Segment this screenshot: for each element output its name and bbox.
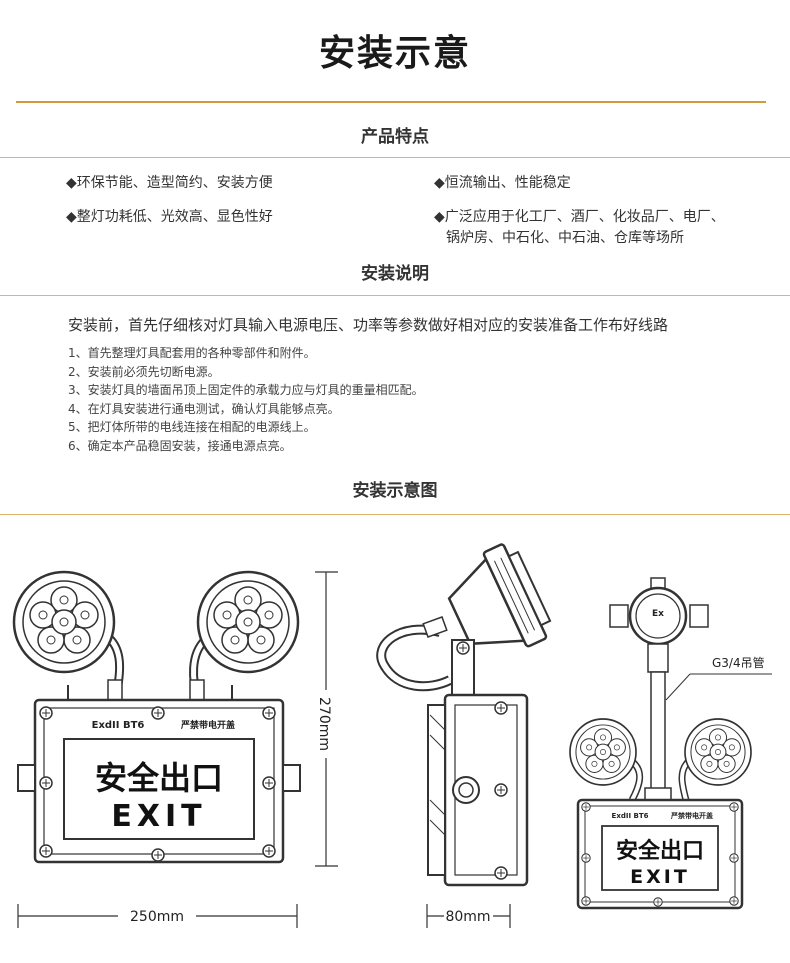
- dim-depth-text: 80mm: [445, 909, 490, 925]
- lamp-head-icon: [684, 718, 752, 786]
- warning-label: 严禁带电开盖: [180, 719, 235, 731]
- diagram-title: 安装示意图: [352, 481, 438, 501]
- sign-cn-text-small: 安全出口: [616, 838, 704, 864]
- instruction-step: 3、安装灯具的墙面吊顶上固定件的承载力应与灯具的重量相匹配。: [68, 383, 424, 398]
- sign-en-text-small: EXIT: [630, 866, 690, 888]
- pipe-mount-view: Ex G3/4吊管 ExdII BT6 严禁带电开盖 安全出口 EXIT: [569, 577, 772, 910]
- feature-item: ◆整灯功耗低、光效高、显色性好: [66, 209, 273, 225]
- warning-label-small: 严禁带电开盖: [670, 811, 713, 820]
- instructions-intro: 安装前，首先仔细核对灯具输入电源电压、功率等参数做好相对应的安装准备工作布好线路: [68, 316, 669, 334]
- lamp-head-icon: [196, 570, 300, 674]
- feature-item: ◆环保节能、造型简约、安装方便: [66, 175, 273, 191]
- sign-cn-text: 安全出口: [95, 759, 223, 797]
- feature-item: ◆恒流输出、性能稳定: [434, 175, 571, 191]
- page-title: 安装示意: [318, 33, 471, 74]
- depth-dimension: 80mm: [426, 904, 511, 928]
- ex-mark: Ex: [652, 609, 664, 619]
- instruction-step: 4、在灯具安装进行通电测试，确认灯具能够点亮。: [68, 401, 340, 416]
- feature-item: ◆广泛应用于化工厂、酒厂、化妆品厂、电厂、: [434, 209, 725, 225]
- instructions-title: 安装说明: [361, 264, 429, 284]
- instruction-step: 5、把灯体所带的电线连接在相配的电源线上。: [68, 420, 316, 435]
- diagram-divider: [0, 514, 790, 515]
- dim-height-text: 270mm: [316, 697, 332, 751]
- feature-item: 锅炉房、中石化、中石油、仓库等场所: [446, 230, 684, 246]
- lamp-head-icon: [12, 570, 116, 674]
- pipe-label: G3/4吊管: [712, 655, 765, 670]
- side-view: [376, 543, 552, 887]
- lamp-head-icon: [569, 718, 637, 786]
- instruction-step: 6、确定本产品稳固安装，接通电源点亮。: [68, 438, 292, 453]
- instruction-step: 2、安装前必须先切断电源。: [68, 364, 220, 379]
- model-label-small: ExdII BT6: [612, 812, 649, 820]
- instruction-steps: 1、首先整理灯具配套用的各种零部件和附件。 2、安装前必须先切断电源。 3、安装…: [68, 344, 424, 456]
- sign-en-text: EXIT: [111, 799, 206, 834]
- title-divider: [16, 101, 766, 103]
- width-dimension: 250mm: [17, 904, 298, 928]
- height-dimension: 270mm: [315, 571, 338, 867]
- model-label: ExdII BT6: [92, 720, 145, 731]
- instructions-divider: [0, 295, 790, 296]
- front-view: ExdII BT6 严禁带电开盖 安全出口 EXIT: [12, 570, 301, 864]
- features-divider: [0, 157, 790, 158]
- dim-width-text: 250mm: [130, 909, 184, 925]
- features-title: 产品特点: [361, 127, 429, 147]
- instruction-step: 1、首先整理灯具配套用的各种零部件和附件。: [68, 346, 316, 360]
